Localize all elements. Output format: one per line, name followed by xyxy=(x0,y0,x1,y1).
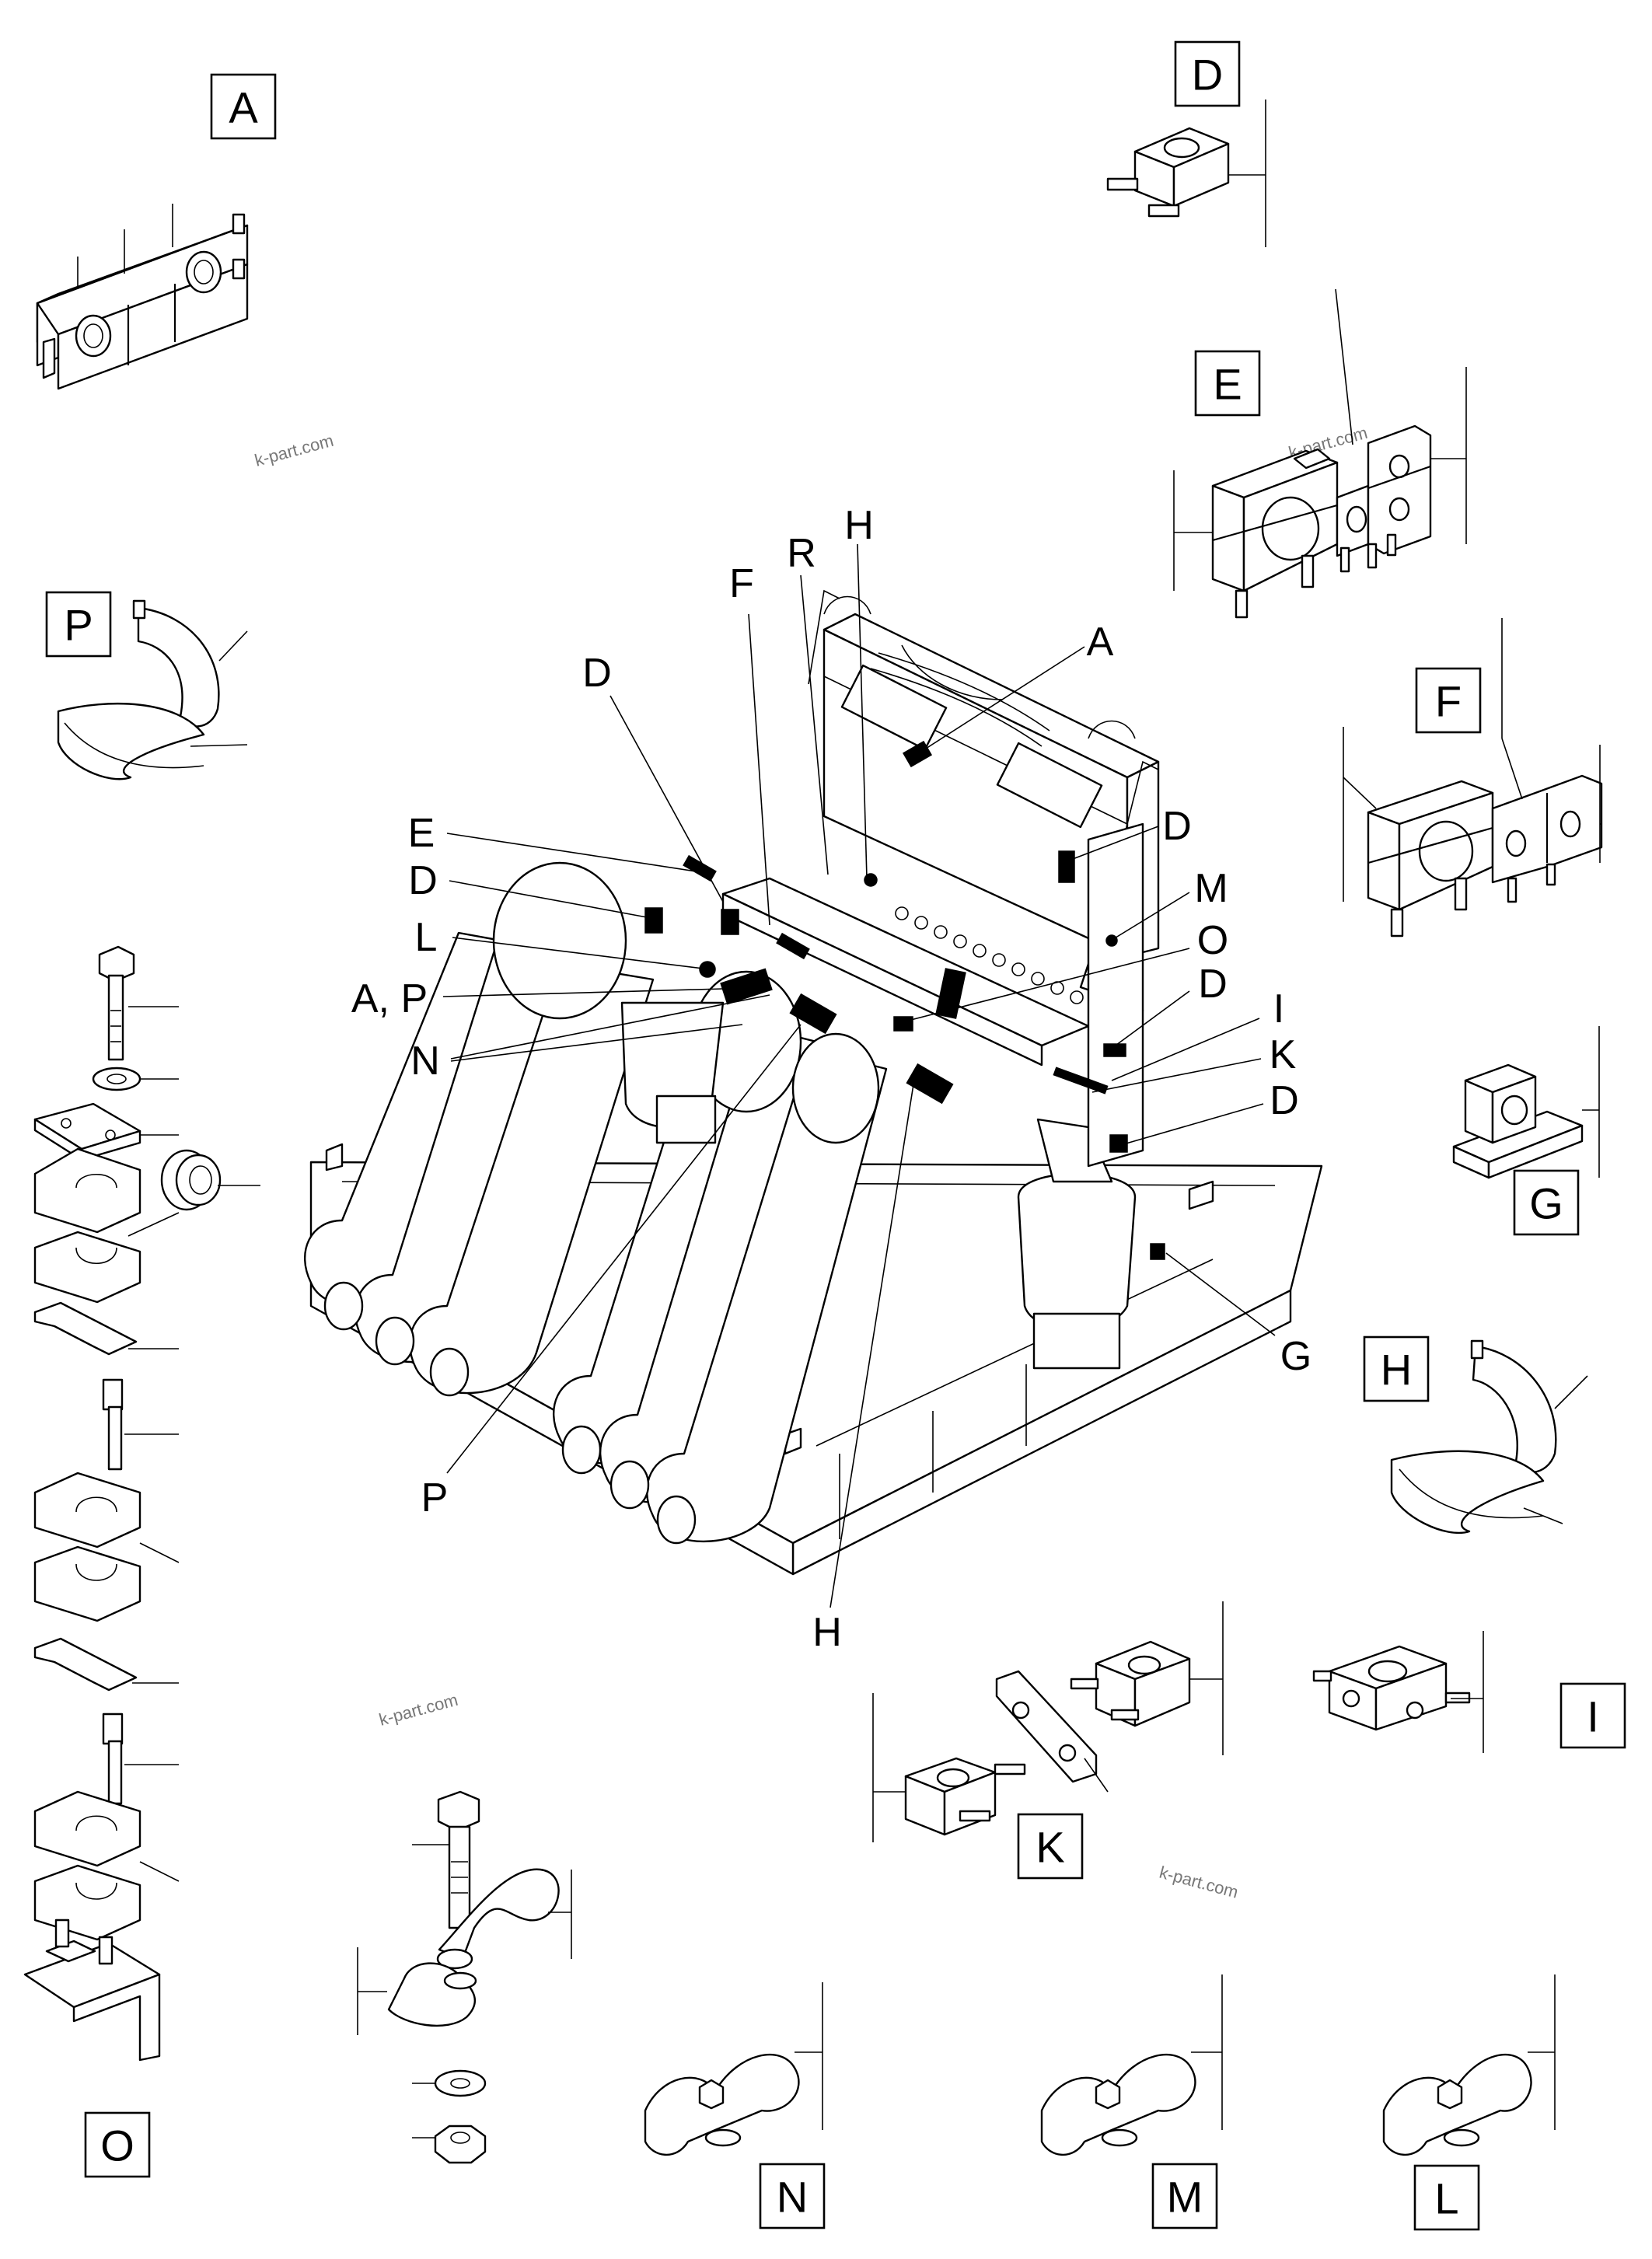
detail-h-strap: H xyxy=(1363,1335,1588,1535)
detail-f-clamp: F xyxy=(1343,618,1603,937)
label-i: I xyxy=(1587,1692,1599,1741)
callout-i: I xyxy=(1273,986,1284,1032)
detail-g-clamp: G xyxy=(1452,1026,1600,1236)
callout-o: O xyxy=(1197,918,1228,963)
label-f: F xyxy=(1435,677,1462,726)
callout-l: L xyxy=(415,915,438,960)
label-box-h xyxy=(1363,1335,1430,1402)
detail-d-clamp: D xyxy=(1106,40,1266,247)
callout-k: K xyxy=(1270,1032,1297,1077)
label-d: D xyxy=(1192,51,1223,100)
label-a: A xyxy=(229,83,258,132)
label-l: L xyxy=(1434,2174,1458,2223)
label-m: M xyxy=(1167,2173,1203,2222)
callout-h-top: H xyxy=(844,503,874,548)
label-box-n xyxy=(759,2163,826,2229)
p-clip-exploded xyxy=(357,1790,572,2164)
label-box-a xyxy=(210,73,277,140)
callout-n: N xyxy=(410,1039,440,1084)
label-box-i xyxy=(1559,1682,1626,1749)
label-box-k xyxy=(1017,1813,1084,1880)
label-k: K xyxy=(1036,1823,1064,1872)
callout-h-bottom: H xyxy=(812,1610,842,1655)
label-n: N xyxy=(777,2173,808,2222)
label-e: E xyxy=(1213,360,1242,409)
detail-o-stack: O xyxy=(23,945,260,2178)
callout-d-left-2: D xyxy=(408,858,438,903)
label-g: G xyxy=(1529,1179,1563,1228)
label-box-d xyxy=(1174,40,1241,107)
detail-a-clamp: A xyxy=(36,73,277,390)
callout-m: M xyxy=(1194,866,1228,911)
watermark: k-part.com xyxy=(253,431,336,470)
callout-p: P xyxy=(421,1475,449,1521)
label-box-g xyxy=(1513,1169,1580,1236)
callout-e: E xyxy=(408,811,435,856)
label-box-f xyxy=(1415,667,1482,734)
callout-d-right-3: D xyxy=(1270,1078,1299,1123)
label-box-e xyxy=(1194,350,1261,417)
detail-m-p-clip: M xyxy=(1040,1974,1223,2229)
main-assembly xyxy=(303,589,1323,1576)
label-box-l xyxy=(1413,2164,1480,2231)
watermark: k-part.com xyxy=(1158,1863,1241,1902)
label-o: O xyxy=(100,2121,134,2170)
callout-d-right-1: D xyxy=(1162,804,1192,849)
label-box-p xyxy=(45,591,112,658)
label-box-m xyxy=(1151,2163,1218,2229)
callout-a-p: A, P xyxy=(351,976,428,1021)
detail-n-p-clip: N xyxy=(644,1982,826,2229)
label-p: P xyxy=(64,601,93,650)
detail-e-clamp: E xyxy=(1173,288,1467,619)
label-box-o xyxy=(84,2111,151,2178)
callout-d-right-2: D xyxy=(1198,962,1228,1007)
detail-p-strap: P xyxy=(45,591,248,780)
detail-k-clamp: K xyxy=(872,1601,1224,1880)
detail-i-clamp: I xyxy=(1312,1631,1626,1753)
callout-r: R xyxy=(787,531,816,576)
detail-l-p-clip: L xyxy=(1382,1974,1556,2231)
callout-f: F xyxy=(729,561,754,606)
callouts: H R F A D D E D M L O A, P D N I K D G xyxy=(351,503,1311,1655)
label-h: H xyxy=(1381,1346,1412,1395)
watermark: k-part.com xyxy=(377,1690,460,1730)
callout-d-left: D xyxy=(582,651,612,696)
callout-g: G xyxy=(1280,1334,1311,1379)
callout-a: A xyxy=(1087,620,1114,665)
